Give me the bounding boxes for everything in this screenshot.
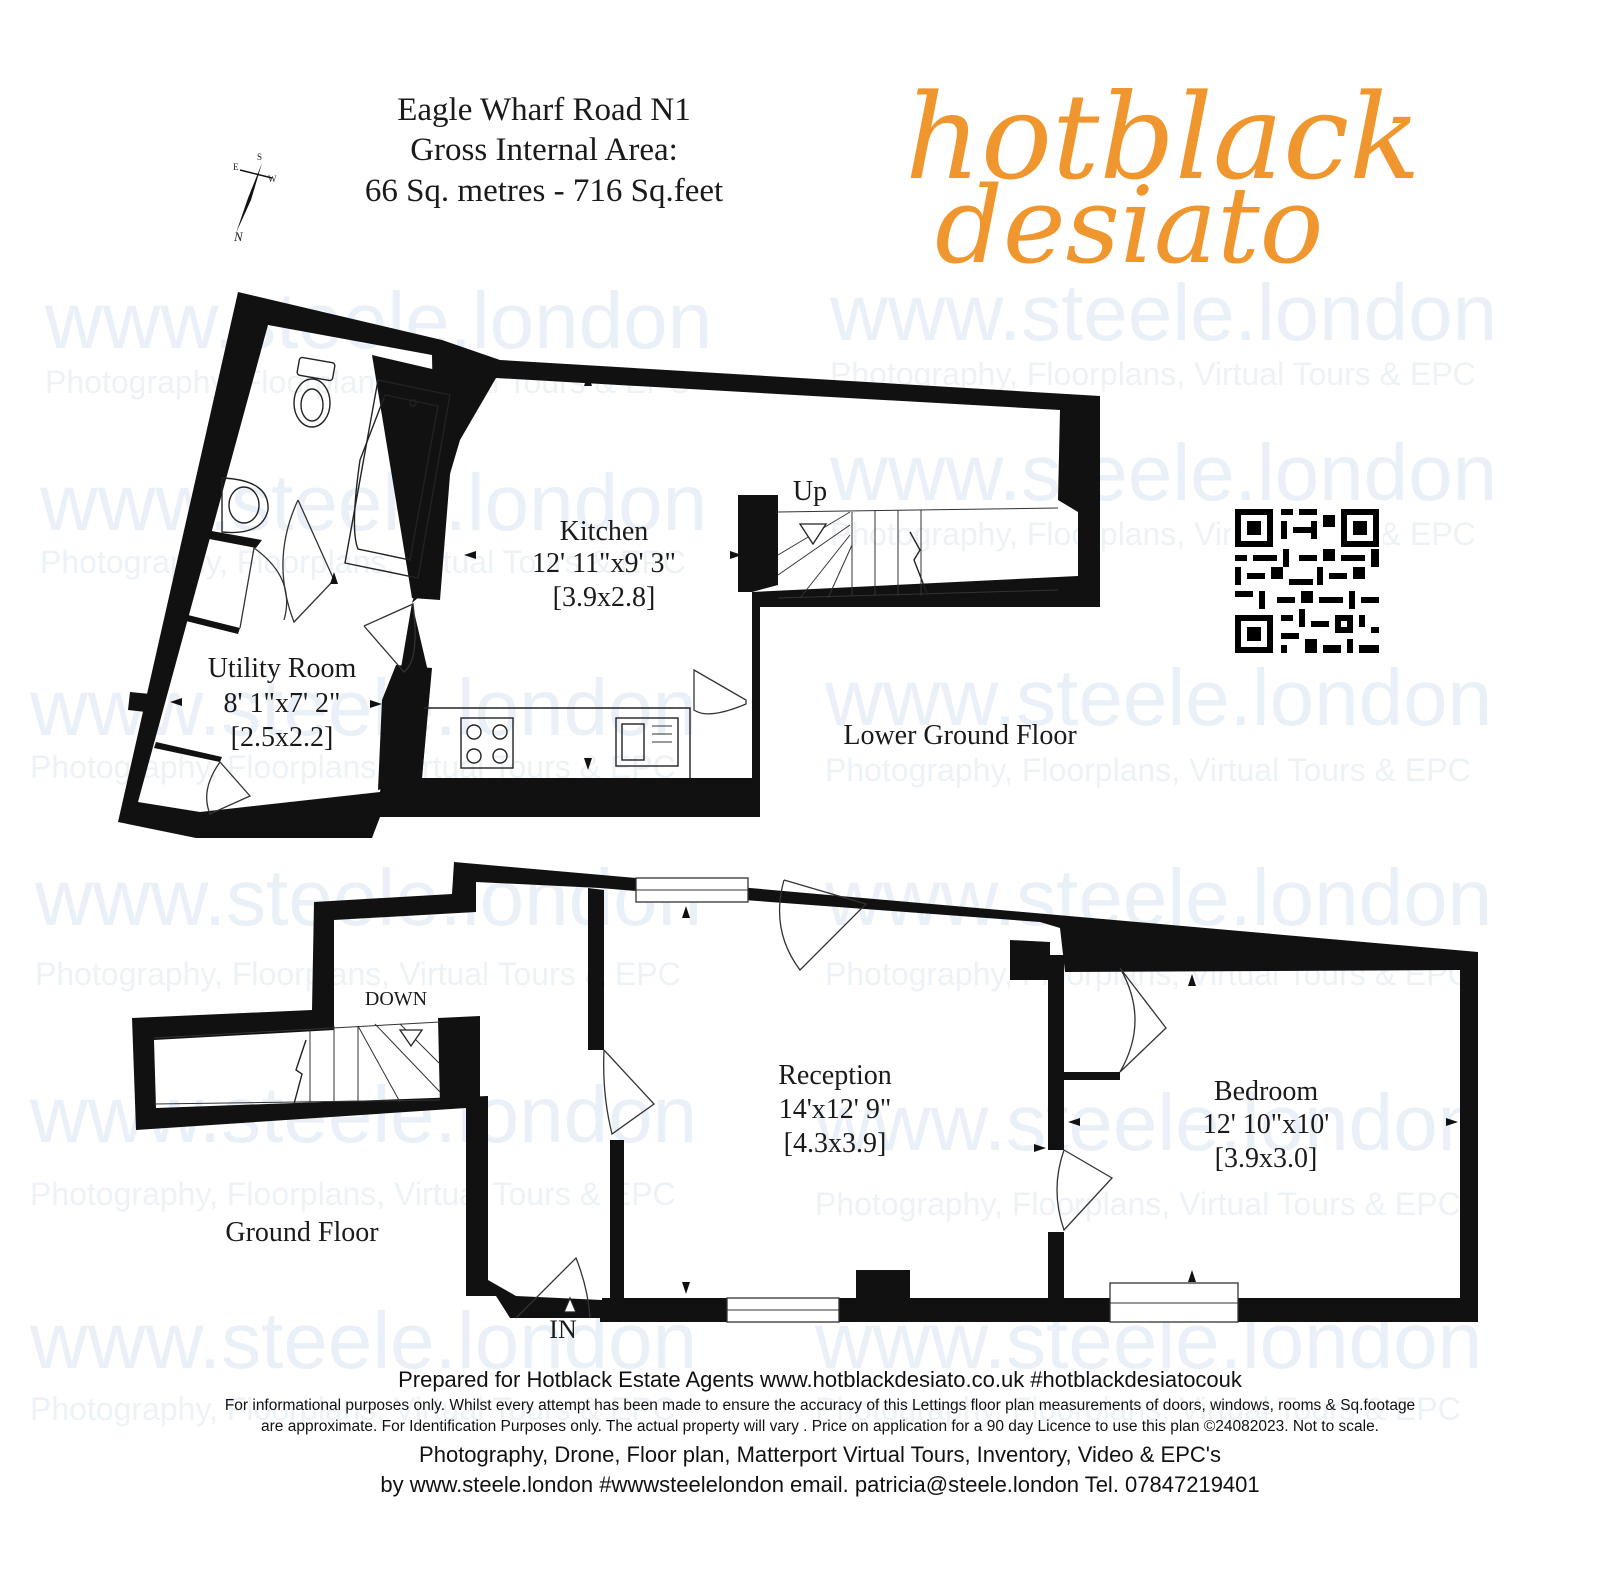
bedroom-door[interactable] — [1056, 1149, 1114, 1232]
compass-south: S — [257, 152, 262, 162]
utility-partition — [204, 530, 262, 548]
watermark-url: www.steele.london — [39, 458, 707, 547]
qr-code-icon — [1231, 505, 1383, 657]
watermark-tagline: Photography, Floorplans, Virtual Tours &… — [30, 1176, 676, 1212]
entrance-label: IN — [549, 1315, 577, 1344]
brand-logo: hotblack desiato — [905, 68, 1421, 287]
property-address: Eagle Wharf Road N1 — [397, 92, 691, 128]
ground-floor-plan: DOWN Reception 14'x12' 9" [4.3x3.9] Bedr… — [132, 862, 1478, 1344]
utility-cupboard-wall — [186, 615, 240, 634]
room-name-utility: Utility Room — [208, 653, 357, 684]
gross-area-value: 66 Sq. metres - 716 Sq.feet — [365, 173, 723, 209]
entrance-door[interactable] — [515, 1256, 591, 1319]
watermark-url: www.steele.london — [44, 276, 712, 365]
footer-prepared: Prepared for Hotblack Estate Agents www.… — [398, 1367, 1243, 1392]
stair-wall — [738, 495, 778, 592]
reception-front-door[interactable] — [778, 879, 868, 971]
utility-lower-door[interactable] — [206, 761, 252, 815]
kitchen-door[interactable] — [363, 603, 416, 673]
watermark-url: www.steele.london — [829, 428, 1497, 517]
stair-wall-ground — [438, 1016, 480, 1106]
kitchen-counter — [424, 707, 691, 778]
kitchen-cupboard-door[interactable] — [693, 668, 747, 715]
utility-stub — [128, 692, 150, 712]
stairs-up — [777, 507, 1059, 599]
footer: Prepared for Hotblack Estate Agents www.… — [225, 1367, 1415, 1497]
watermark-tagline: Photography, Floorplans, Virtual Tours &… — [815, 1391, 1461, 1427]
utility-cupboard-wall2 — [154, 742, 222, 762]
kitchen-corner-wall — [378, 665, 432, 790]
wardrobe-door[interactable] — [1119, 967, 1167, 1073]
room-name-bedroom: Bedroom — [1214, 1076, 1318, 1107]
footer-disclaimer-line1: For informational purposes only. Whilst … — [225, 1397, 1415, 1414]
compass-icon: N S E W — [233, 152, 277, 244]
hall-reception-door[interactable] — [603, 1049, 655, 1136]
stairs-down — [153, 1021, 441, 1105]
watermark-tagline: Photography, Floorplans, Virtual Tours &… — [30, 1391, 676, 1427]
watermark-tagline: Photography, Floorplans, Virtual Tours &… — [815, 1186, 1461, 1222]
ground-floor-walls — [132, 862, 1478, 1322]
hall-wall-upper — [588, 888, 604, 1050]
footer-contact: by www.steele.london #wwwsteelelondon em… — [380, 1472, 1259, 1497]
chimney-breast — [1010, 940, 1050, 980]
logo-line2: desiato — [935, 164, 1324, 287]
compass-east: E — [233, 162, 239, 172]
stairs-up-label: Up — [793, 476, 827, 507]
room-name-kitchen: Kitchen — [560, 516, 649, 547]
compass-north: N — [233, 229, 244, 244]
footer-disclaimer-line2: are approximate. For Identification Purp… — [261, 1418, 1379, 1435]
stairs-down-label: DOWN — [365, 988, 427, 1010]
watermark-tagline: Photography, Floorplans, Virtual Tours &… — [830, 356, 1476, 392]
watermark-tagline: Photography, Floorplans, Virtual Tours &… — [825, 752, 1471, 788]
wardrobe-wall — [1064, 1072, 1120, 1080]
room-metric-utility: [2.5x2.2] — [231, 722, 334, 753]
hall-wall-lower — [610, 1140, 624, 1300]
room-metric-kitchen: [3.9x2.8] — [553, 582, 656, 613]
bathtub-icon — [344, 379, 451, 579]
room-metric-bedroom: [3.9x3.0] — [1215, 1143, 1318, 1174]
room-size-bedroom: 12' 10"x10' — [1203, 1109, 1330, 1140]
room-metric-reception: [4.3x3.9] — [784, 1128, 887, 1159]
watermark-layer: www.steele.london Photography, Floorplan… — [29, 268, 1497, 1427]
watermark-tagline: Photography, Floorplans, Virtual Tours &… — [35, 956, 681, 992]
bedroom-wall-upper — [1048, 955, 1064, 1150]
toilet-icon — [293, 356, 336, 428]
logo-line1: hotblack — [905, 68, 1421, 206]
floor-label-ground: Ground Floor — [225, 1217, 379, 1248]
room-size-kitchen: 12' 11"x9' 3" — [532, 548, 676, 579]
bedroom-wall-lower — [1048, 1232, 1064, 1300]
lower-ground-floor-plan: Up Kitchen 12' 11"x9' 3" [3.9x2.8] Utili… — [118, 292, 1100, 838]
footer-services: Photography, Drone, Floor plan, Matterpo… — [419, 1442, 1221, 1467]
washbasin-icon — [221, 477, 269, 534]
room-name-reception: Reception — [778, 1060, 892, 1091]
floor-label-lower-ground: Lower Ground Floor — [843, 720, 1077, 751]
watermark-url: www.steele.london — [829, 268, 1497, 357]
room-size-utility: 8' 1"x7' 2" — [224, 688, 341, 719]
room-size-reception: 14'x12' 9" — [779, 1094, 892, 1125]
sink-icon — [615, 717, 679, 767]
utility-cupboard-door[interactable] — [239, 546, 288, 629]
watermark-url: www.steele.london — [824, 653, 1492, 742]
hob-icon — [460, 717, 514, 769]
watermark-url: www.steele.london — [814, 1078, 1482, 1167]
bathroom-door[interactable] — [282, 499, 335, 624]
compass-west: W — [268, 174, 277, 184]
reception-pier — [856, 1270, 910, 1300]
gross-area-label: Gross Internal Area: — [410, 132, 678, 168]
